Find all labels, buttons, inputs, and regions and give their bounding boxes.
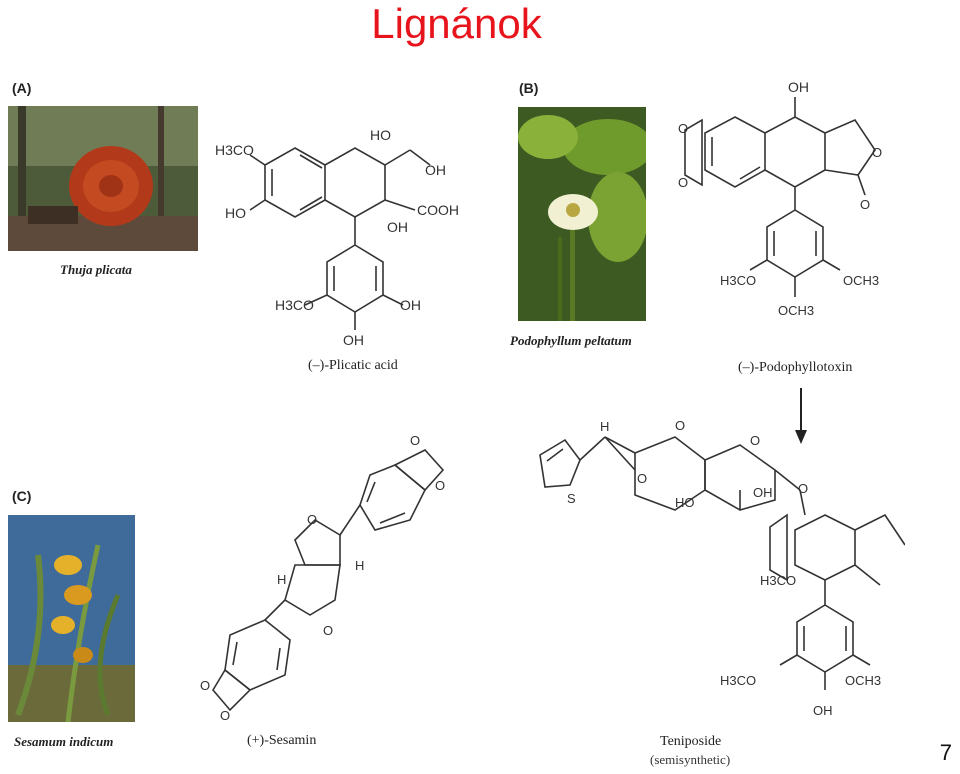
ho-label-2: HO [370,127,391,143]
h3co-label-4: H3CO [760,573,796,588]
plicatic-acid-structure: H3CO HO HO OH COOH OH H3CO OH OH [215,127,459,348]
h3co-label: H3CO [215,142,254,158]
o-label-13: O [750,433,760,448]
tree-stump-photo [8,106,198,251]
o-label-14: O [798,481,808,496]
panel-b-label: (B) [519,80,539,96]
species-caption-b: Podophyllum peltatum [510,333,632,348]
o-label-5: O [410,433,420,448]
h-label-1: H [355,558,364,573]
reaction-arrow-icon [795,388,807,444]
s-label: S [567,491,576,506]
o-label-9: O [200,678,210,693]
species-caption-c: Sesamum indicum [14,734,114,749]
species-caption-a: Thuja plicata [60,262,132,277]
o-label-2: O [678,175,688,190]
o-label-12: O [675,418,685,433]
h3co-label-5: H3CO [720,673,756,688]
compound-name-teniposide: Teniposide [660,734,722,749]
sesame-plant-photo [8,515,135,722]
o-label-11: O [637,471,647,486]
och3-label-2: OCH3 [778,303,814,318]
page-title: Lignánok [371,0,542,47]
o-label-4: O [860,197,870,212]
mayapple-flower-photo [518,107,646,321]
compound-name-c: (+)-Sesamin [247,733,317,748]
oh-label-6: OH [753,485,773,500]
o-label-1: O [678,121,688,136]
cooh-label: COOH [417,202,459,218]
h-label-2: H [277,572,286,587]
compound-name-b: (–)-Podophyllotoxin [738,360,853,375]
oh-label-5: OH [788,79,809,95]
o-label-8: O [323,623,333,638]
o-label-10: O [220,708,230,723]
panel-c-label: (C) [12,488,32,504]
h3co-label-3: H3CO [720,273,756,288]
oh-label-4: OH [343,332,364,348]
page-number: 7 [939,740,952,765]
o-label-3: O [872,145,882,160]
o-label-6: O [435,478,445,493]
ho-label-3: HO [675,495,695,510]
o-label-7: O [307,512,317,527]
compound-name-a: (–)-Plicatic acid [308,358,398,373]
semisynthetic-note: (semisynthetic) [650,752,731,767]
oh-label-7: OH [813,703,833,718]
podophyllotoxin-structure: OH O O O O H3CO OCH3 OCH3 [678,79,882,318]
oh-label-2: OH [387,219,408,235]
sesamin-structure: O O O H H O O O [200,433,445,723]
oh-label-3: OH [400,297,421,313]
panel-a-label: (A) [12,80,32,96]
ho-label: HO [225,205,246,221]
och3-label-3: OCH3 [845,673,881,688]
oh-label: OH [425,162,446,178]
och3-label: OCH3 [843,273,879,288]
h-label-3: H [600,419,609,434]
h3co-label-2: H3CO [275,297,314,313]
teniposide-structure: S H O O O HO OH O H3CO H3CO OCH3 OH [539,418,905,718]
